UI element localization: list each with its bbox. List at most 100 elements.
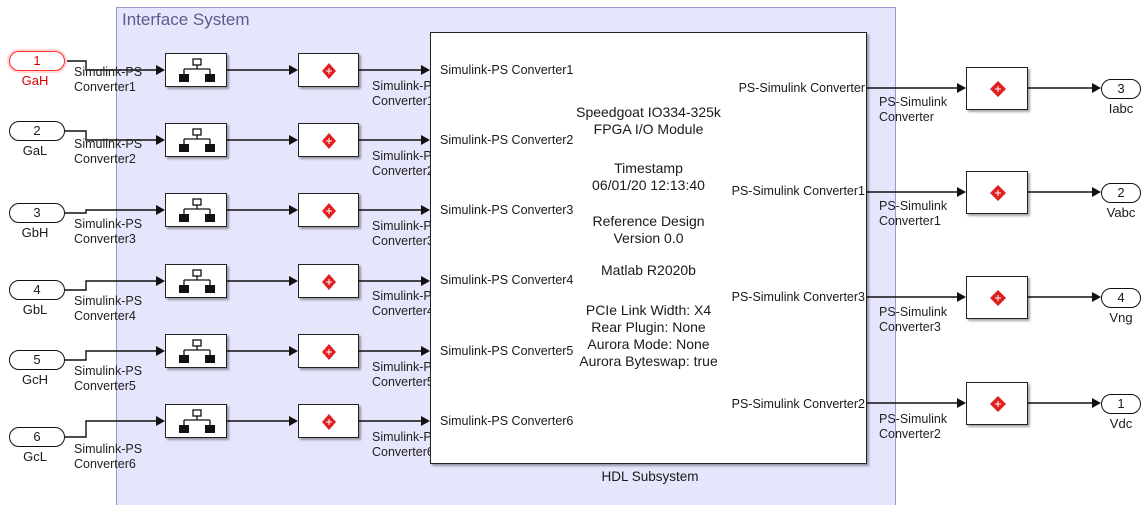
- arrow-head: [421, 416, 430, 426]
- arrow-head: [289, 276, 298, 286]
- simulink-ps-converter-block[interactable]: [165, 404, 227, 438]
- network-icon: [179, 58, 215, 82]
- arrow-head: [421, 276, 430, 286]
- inport-label: GaH: [21, 73, 49, 88]
- inport-4[interactable]: 4: [9, 280, 65, 300]
- red-diamond-icon: [990, 185, 1006, 201]
- inport-6[interactable]: 6: [9, 427, 65, 447]
- simulink-ps-converter-block[interactable]: [165, 193, 227, 227]
- inport-3[interactable]: 3: [9, 203, 65, 223]
- arrow-head: [289, 135, 298, 145]
- red-diamond-icon: [990, 290, 1006, 306]
- signal-line: [65, 280, 156, 291]
- hdl-mask-text: Matlab R2020b: [601, 262, 696, 278]
- outport-vabc[interactable]: 2: [1101, 183, 1141, 203]
- arrow-head: [957, 292, 966, 302]
- ps-diamond-block[interactable]: [298, 123, 359, 157]
- network-icon: [179, 128, 215, 152]
- signal-line: [65, 60, 156, 71]
- outport-number: 2: [1117, 185, 1125, 200]
- network-icon: [179, 198, 215, 222]
- hdl-subsystem-block[interactable]: [430, 32, 867, 464]
- outport-vng[interactable]: 4: [1101, 288, 1141, 308]
- inport-1[interactable]: 1: [9, 51, 65, 71]
- outport-iabc[interactable]: 3: [1101, 79, 1141, 99]
- signal-line: [65, 130, 156, 141]
- outport-label: Iabc: [1108, 101, 1134, 116]
- arrow-head: [1092, 398, 1101, 408]
- ps-diamond-block[interactable]: [298, 53, 359, 87]
- red-diamond-icon: [322, 344, 336, 360]
- arrow-head: [421, 65, 430, 75]
- outport-number: 4: [1117, 290, 1125, 305]
- inport-label: GbL: [22, 302, 48, 317]
- inport-label: GaL: [22, 143, 48, 158]
- arrow-head: [289, 205, 298, 215]
- hdl-input-port-label: Simulink-PS Converter2: [440, 133, 574, 147]
- inport-2[interactable]: 2: [9, 121, 65, 141]
- ps-simulink-converter-block[interactable]: [966, 276, 1028, 319]
- signal-line: [65, 209, 156, 214]
- hdl-input-port-label: Simulink-PS Converter6: [440, 414, 574, 428]
- arrow-head: [957, 398, 966, 408]
- outport-label: Vdc: [1109, 416, 1133, 431]
- outport-vdc[interactable]: 1: [1101, 394, 1141, 414]
- arrow-head: [156, 135, 165, 145]
- red-diamond-icon: [990, 396, 1006, 412]
- red-diamond-icon: [990, 81, 1006, 97]
- outport-number: 1: [1117, 396, 1125, 411]
- simulink-ps-converter-block[interactable]: [165, 264, 227, 298]
- red-diamond-icon: [322, 63, 336, 79]
- hdl-subsystem-name: HDL Subsystem: [601, 469, 699, 484]
- simulink-ps-converter-block[interactable]: [165, 53, 227, 87]
- hdl-input-port-label: Simulink-PS Converter4: [440, 273, 574, 287]
- inport-number: 6: [33, 429, 41, 444]
- red-diamond-icon: [322, 133, 336, 149]
- ps-diamond-block[interactable]: [298, 334, 359, 368]
- inport-label: GcH: [22, 372, 48, 387]
- inport-label: GcL: [23, 449, 47, 464]
- hdl-output-port-label: PS-Simulink Converter3: [731, 290, 865, 304]
- arrow-head: [957, 187, 966, 197]
- arrow-head: [289, 346, 298, 356]
- inport-number: 5: [33, 352, 41, 367]
- ps-diamond-block[interactable]: [298, 193, 359, 227]
- arrow-head: [1092, 292, 1101, 302]
- ps-simulink-converter-block[interactable]: [966, 171, 1028, 214]
- ps-diamond-block[interactable]: [298, 264, 359, 298]
- area-title: Interface System: [122, 10, 250, 29]
- arrow-head: [156, 276, 165, 286]
- signal-line: [65, 350, 156, 361]
- ps-simulink-converter-block[interactable]: [966, 67, 1028, 110]
- ps-diamond-block[interactable]: [298, 404, 359, 438]
- arrow-head: [156, 416, 165, 426]
- outport-label: Vabc: [1106, 205, 1136, 220]
- arrow-head: [421, 135, 430, 145]
- simulink-ps-converter-block[interactable]: [165, 123, 227, 157]
- red-diamond-icon: [322, 203, 336, 219]
- hdl-output-port-label: PS-Simulink Converter1: [731, 184, 865, 198]
- arrow-head: [289, 416, 298, 426]
- inport-5[interactable]: 5: [9, 350, 65, 370]
- ps-simulink-converter-block[interactable]: [966, 382, 1028, 425]
- hdl-input-port-label: Simulink-PS Converter5: [440, 344, 574, 358]
- simulink-ps-converter-block[interactable]: [165, 334, 227, 368]
